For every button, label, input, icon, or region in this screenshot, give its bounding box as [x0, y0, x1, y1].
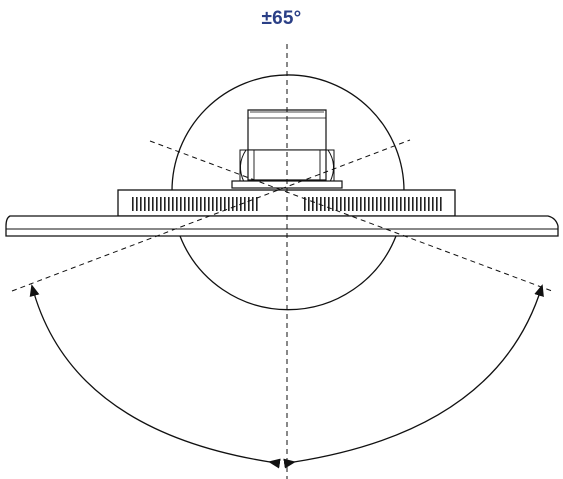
swivel-arrow-right [283, 284, 544, 469]
vent-grille-right [304, 197, 444, 211]
swivel-arrow-left [29, 284, 281, 469]
swivel-circle-lower [179, 235, 397, 311]
rotated-axis-left [11, 139, 411, 292]
vent-grille-left [130, 197, 260, 211]
swivel-angle-label: ±65° [261, 8, 302, 29]
swivel-circle-upper [171, 74, 405, 192]
monitor-panel [5, 215, 559, 237]
monitor-housing [117, 189, 456, 217]
